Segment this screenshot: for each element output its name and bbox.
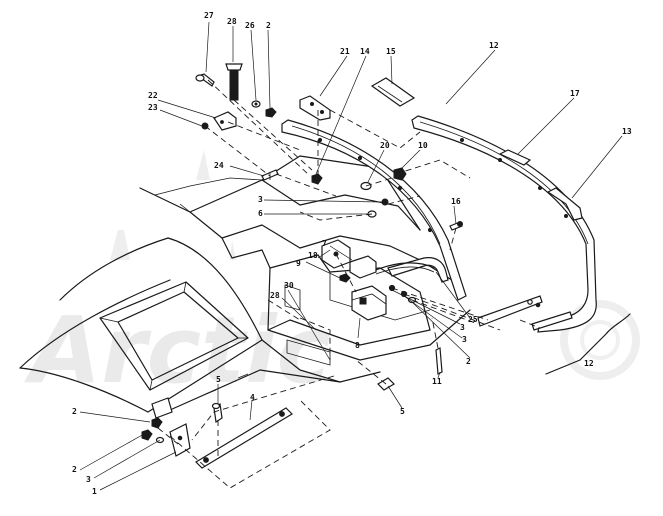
nut-3-upper — [381, 198, 389, 206]
plate-22 — [213, 111, 237, 131]
callout-4: 4 — [250, 393, 255, 402]
callout-11: 11 — [432, 377, 442, 386]
bracket-17 — [498, 149, 532, 166]
wire-harness-inner — [375, 266, 435, 275]
callout-17: 17 — [570, 89, 580, 98]
bracket-13 — [546, 187, 583, 221]
callout-3-right-a: 3 — [460, 323, 465, 332]
callout-24: 24 — [214, 161, 224, 170]
callout-27: 27 — [204, 11, 214, 20]
clip-9 — [339, 273, 351, 283]
grommet-10 — [393, 167, 407, 181]
callout-28-lower: 28 — [270, 291, 280, 300]
callout-14: 14 — [360, 47, 370, 56]
hood-mount-block — [151, 397, 173, 419]
callout-5-right: 5 — [400, 407, 405, 416]
bolt-16 — [449, 221, 463, 231]
callout-16: 16 — [451, 197, 461, 206]
bracket-21 — [299, 95, 331, 121]
nut-2-bottom-a — [151, 417, 163, 429]
callout-15: 15 — [386, 47, 396, 56]
trim-strip-lower-right — [477, 295, 573, 331]
bumper-outer-rail — [411, 115, 597, 333]
callout-12: 12 — [489, 41, 499, 50]
callout-13: 13 — [622, 127, 632, 136]
callout-3: 3 — [258, 195, 263, 204]
bolt-27 — [195, 73, 215, 87]
callout-3-right-b: 3 — [462, 335, 467, 344]
callout-18: 18 — [308, 251, 318, 260]
callout-7: 7 — [322, 239, 327, 248]
callout-3-left: 3 — [86, 475, 91, 484]
bolt-5-bottom — [211, 402, 223, 424]
callout-21: 21 — [340, 47, 350, 56]
callout-6: 6 — [258, 209, 263, 218]
callout-numbers: 27 28 26 2 21 14 15 12 22 23 17 13 20 10… — [72, 11, 632, 496]
leader-lines — [79, 21, 623, 491]
wire-harness — [375, 262, 435, 271]
pin-11 — [435, 347, 443, 375]
watermark-silhouette — [110, 150, 640, 380]
brace-4 — [195, 407, 293, 469]
bumper-inner-rail — [281, 119, 467, 301]
nut-14 — [311, 173, 323, 185]
callout-12-lower: 12 — [584, 359, 594, 368]
callout-26: 26 — [245, 21, 255, 30]
assembly-lines — [157, 79, 541, 489]
nut-2-bottom-b — [141, 429, 153, 441]
reflector-15 — [370, 77, 416, 107]
callout-2-left-a: 2 — [72, 407, 77, 416]
callout-5-bottom: 5 — [216, 375, 221, 384]
spring-28 — [225, 63, 243, 101]
callout-2-left-b: 2 — [72, 465, 77, 474]
nut-2-top — [265, 107, 277, 118]
callout-23: 23 — [148, 103, 158, 112]
connector-7 — [349, 255, 377, 279]
bracket-1 — [169, 423, 191, 457]
callout-1: 1 — [92, 487, 97, 496]
relay-8 — [351, 285, 387, 321]
callout-20: 20 — [380, 141, 390, 150]
callout-8: 8 — [355, 341, 360, 350]
callout-2-right: 2 — [466, 357, 471, 366]
callout-bracket-12-b — [545, 359, 581, 375]
callout-30: 30 — [284, 281, 294, 290]
callout-9: 9 — [296, 259, 301, 268]
callout-2: 2 — [266, 21, 271, 30]
washer-26 — [251, 100, 261, 108]
callout-10: 10 — [418, 141, 428, 150]
callout-22: 22 — [148, 91, 158, 100]
watermark-text: Arctic — [24, 297, 331, 404]
callout-25: 25 — [468, 315, 478, 324]
callout-bracket-12 — [579, 313, 631, 361]
callout-28: 28 — [227, 17, 237, 26]
